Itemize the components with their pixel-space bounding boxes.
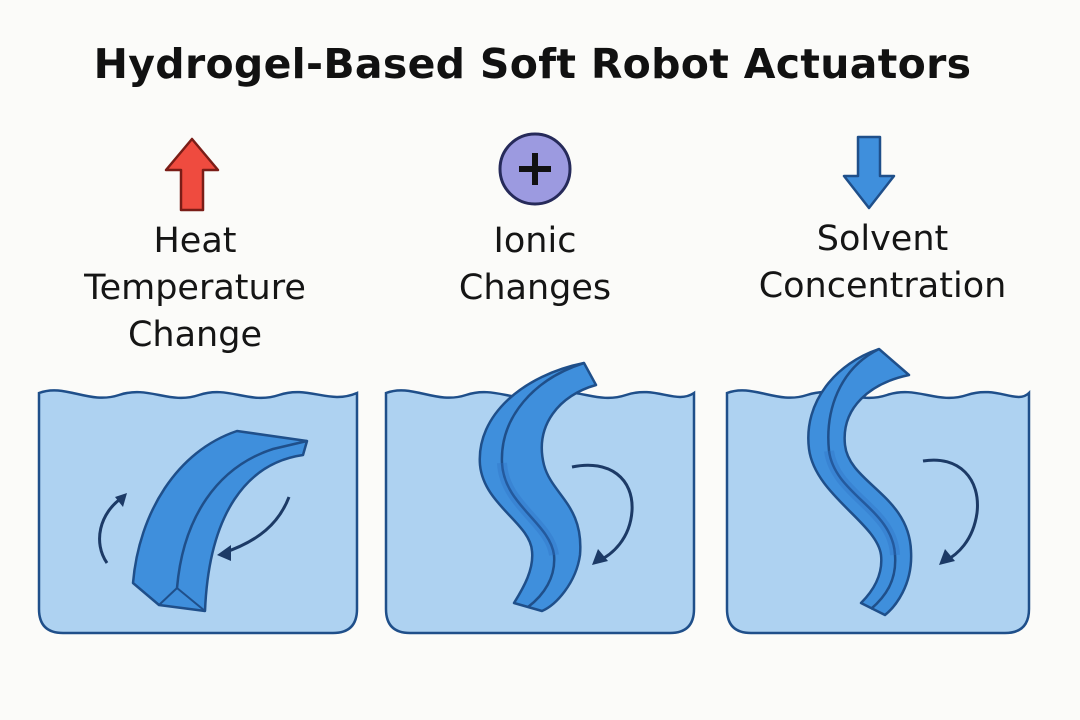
ionic-label-line-2: Changes (458, 268, 612, 308)
hydrogel-strip-heat (131, 429, 309, 613)
solvent-label-line-2: Concentration (758, 266, 1007, 306)
motion-arrow-ionic (571, 463, 634, 563)
water-tank-heat (37, 383, 359, 637)
panel-heat: Heat Temperature Change (30, 0, 360, 720)
heat-label-line-3: Change (127, 315, 262, 355)
plus-circle-icon (497, 131, 573, 207)
water-tank-solvent (725, 345, 1037, 637)
motion-arrow-solvent (922, 458, 979, 563)
ionic-label: Ionic Changes (370, 218, 700, 312)
heat-label-line-2: Temperature (84, 268, 306, 308)
water-tank-ionic (384, 355, 696, 637)
motion-arrow-right-heat (222, 496, 291, 555)
panel-ionic: Ionic Changes (370, 0, 700, 720)
down-arrow-icon (840, 134, 898, 212)
diagram-title: Hydrogel-Based Soft Robot Actuators (93, 40, 972, 88)
solvent-label-line-1: Solvent (816, 219, 949, 259)
heat-label-line-1: Heat (153, 221, 237, 261)
hydrogel-strip-solvent (807, 347, 913, 617)
ionic-label-line-1: Ionic (493, 221, 577, 261)
motion-arrow-left-heat (98, 495, 124, 564)
up-arrow-icon (162, 136, 222, 214)
panel-solvent: Solvent Concentration (715, 0, 1050, 720)
solvent-label: Solvent Concentration (715, 216, 1050, 310)
heat-label: Heat Temperature Change (30, 218, 360, 359)
